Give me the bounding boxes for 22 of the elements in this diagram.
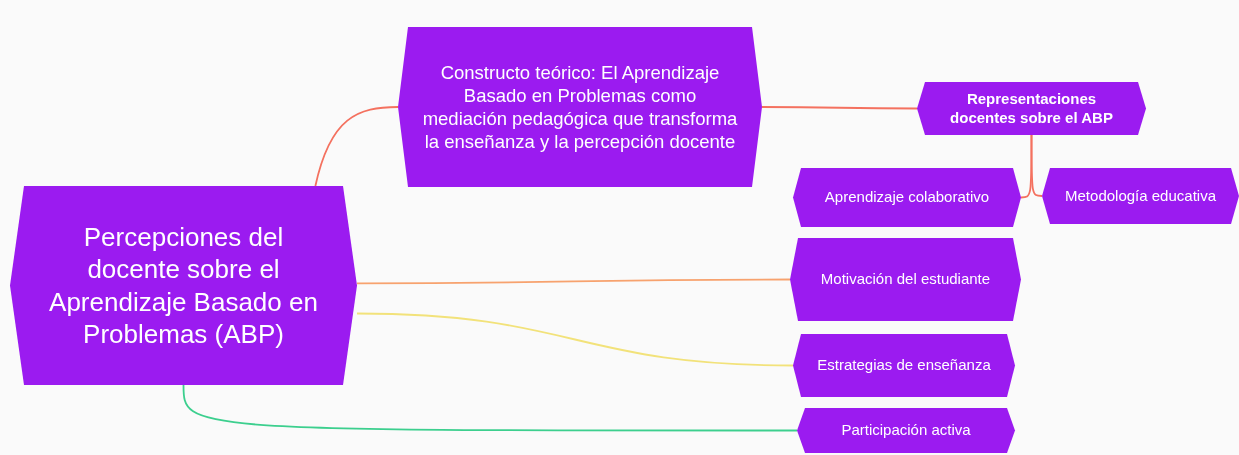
connector-line [761,106,918,110]
topic-text: Aprendizaje colaborativo [824,188,990,207]
topic-box [793,168,1021,227]
topic-text: Motivación del estudiante [820,270,991,289]
topic-box [797,408,1015,453]
topic-box [917,82,1146,135]
connector-line [356,278,791,285]
topic-text: Metodología educativa [1065,186,1216,206]
topic-text: Participación activa [841,421,971,440]
connector-line [182,384,798,432]
connector-line [314,106,399,187]
topic-text: Representaciones docentes sobre el ABP [949,89,1114,128]
topic-text: Estrategias de enseñanza [817,356,991,375]
topic-box [1042,168,1239,224]
topic-box [793,334,1015,397]
topic-box [790,238,1021,321]
topic-text: Constructo teórico: El Aprendizaje Basado en Problemas como mediación pedagógica que transforma la enseñanza y la percepción docente [421,60,739,154]
connector-line [1030,134,1043,197]
topic-box [398,27,762,187]
central-topic-box [10,186,357,385]
topic-text: Percepciones del docente sobre el Aprendizaje Basado en Problemas (ABP) [48,220,319,351]
connector-line [356,312,794,367]
